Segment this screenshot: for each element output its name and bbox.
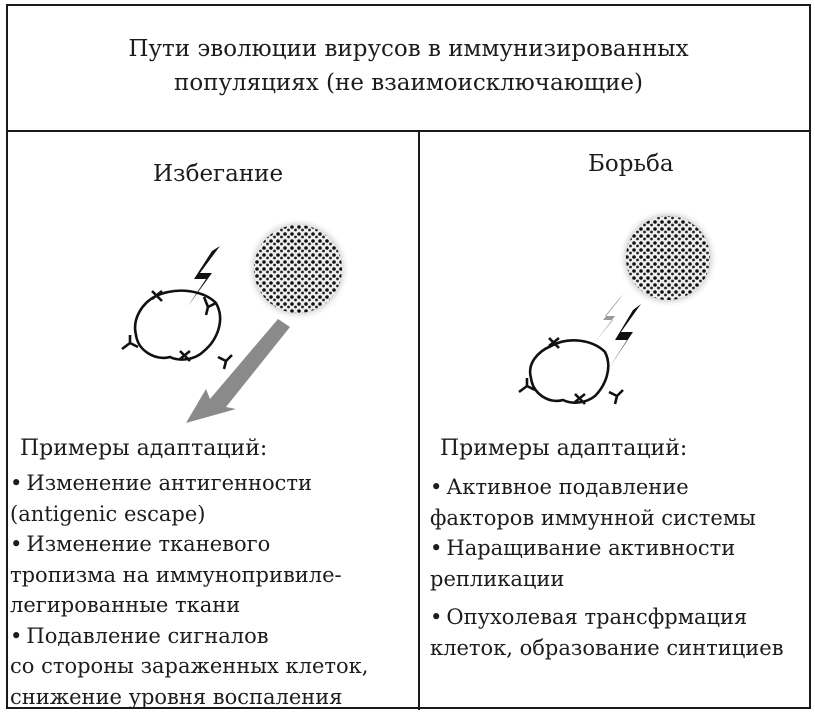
attack-bolt-icon — [609, 304, 641, 368]
list-item: •Изменение тканевого тропизма на иммуноп… — [10, 529, 368, 621]
item-text: Наращивание активности — [446, 536, 735, 560]
right-examples-heading: Примеры адаптаций: — [440, 436, 687, 461]
left-adaptations-list: •Изменение антигенности (antigenic escap… — [10, 468, 368, 712]
bullet: • — [10, 624, 22, 648]
diagram-frame: Пути эволюции вирусов в иммунизированных… — [6, 4, 811, 709]
evasion-illustration — [108, 211, 408, 431]
immune-cell-icon — [519, 338, 623, 404]
list-item: •Подавление сигналов со стороны зараженн… — [10, 621, 368, 712]
item-text: Опухолевая трансфрмация — [446, 605, 747, 629]
item-text: Изменение тканевого — [26, 532, 270, 556]
right-column-title: Борьба — [588, 151, 674, 177]
item-text: Изменение антигенности — [26, 471, 312, 495]
left-column-title: Избегание — [153, 161, 283, 187]
evasion-arrow-icon — [186, 319, 290, 423]
item-text: Подавление сигналов — [26, 624, 268, 648]
column-divider — [418, 130, 420, 710]
item-text: снижение уровня воспаления — [10, 682, 368, 712]
item-text: клеток, образование синтициев — [430, 633, 784, 664]
item-text: репликации — [430, 564, 784, 595]
bullet: • — [10, 471, 22, 495]
item-text: тропизма на иммунопривиле- — [10, 560, 368, 591]
virus-particle — [246, 217, 350, 321]
header: Пути эволюции вирусов в иммунизированных… — [8, 6, 809, 132]
list-item: •Опухолевая трансфрмация клеток, образов… — [430, 602, 784, 663]
bullet: • — [430, 475, 442, 499]
item-text: легированные ткани — [10, 590, 368, 621]
title-line-1: Пути эволюции вирусов в иммунизированных — [8, 32, 809, 66]
virus-particle — [618, 208, 718, 308]
diagram-title: Пути эволюции вирусов в иммунизированных… — [8, 32, 809, 100]
bullet: • — [10, 532, 22, 556]
list-item: •Активное подавление факторов иммунной с… — [430, 472, 784, 533]
title-line-2: популяциях (не взаимоисключающие) — [8, 66, 809, 100]
bullet: • — [430, 605, 442, 629]
item-text: факторов иммунной системы — [430, 503, 784, 534]
list-item: •Изменение антигенности (antigenic escap… — [10, 468, 368, 529]
item-text: Активное подавление — [446, 475, 688, 499]
right-adaptations-list: •Активное подавление факторов иммунной с… — [430, 472, 784, 663]
fight-illustration — [513, 206, 773, 426]
left-examples-heading: Примеры адаптаций: — [20, 436, 267, 461]
item-text: (antigenic escape) — [10, 499, 368, 530]
item-text: со стороны зараженных клеток, — [10, 651, 368, 682]
bullet: • — [430, 536, 442, 560]
immune-cell-icon — [122, 291, 232, 369]
list-item: •Наращивание активности репликации — [430, 533, 784, 594]
